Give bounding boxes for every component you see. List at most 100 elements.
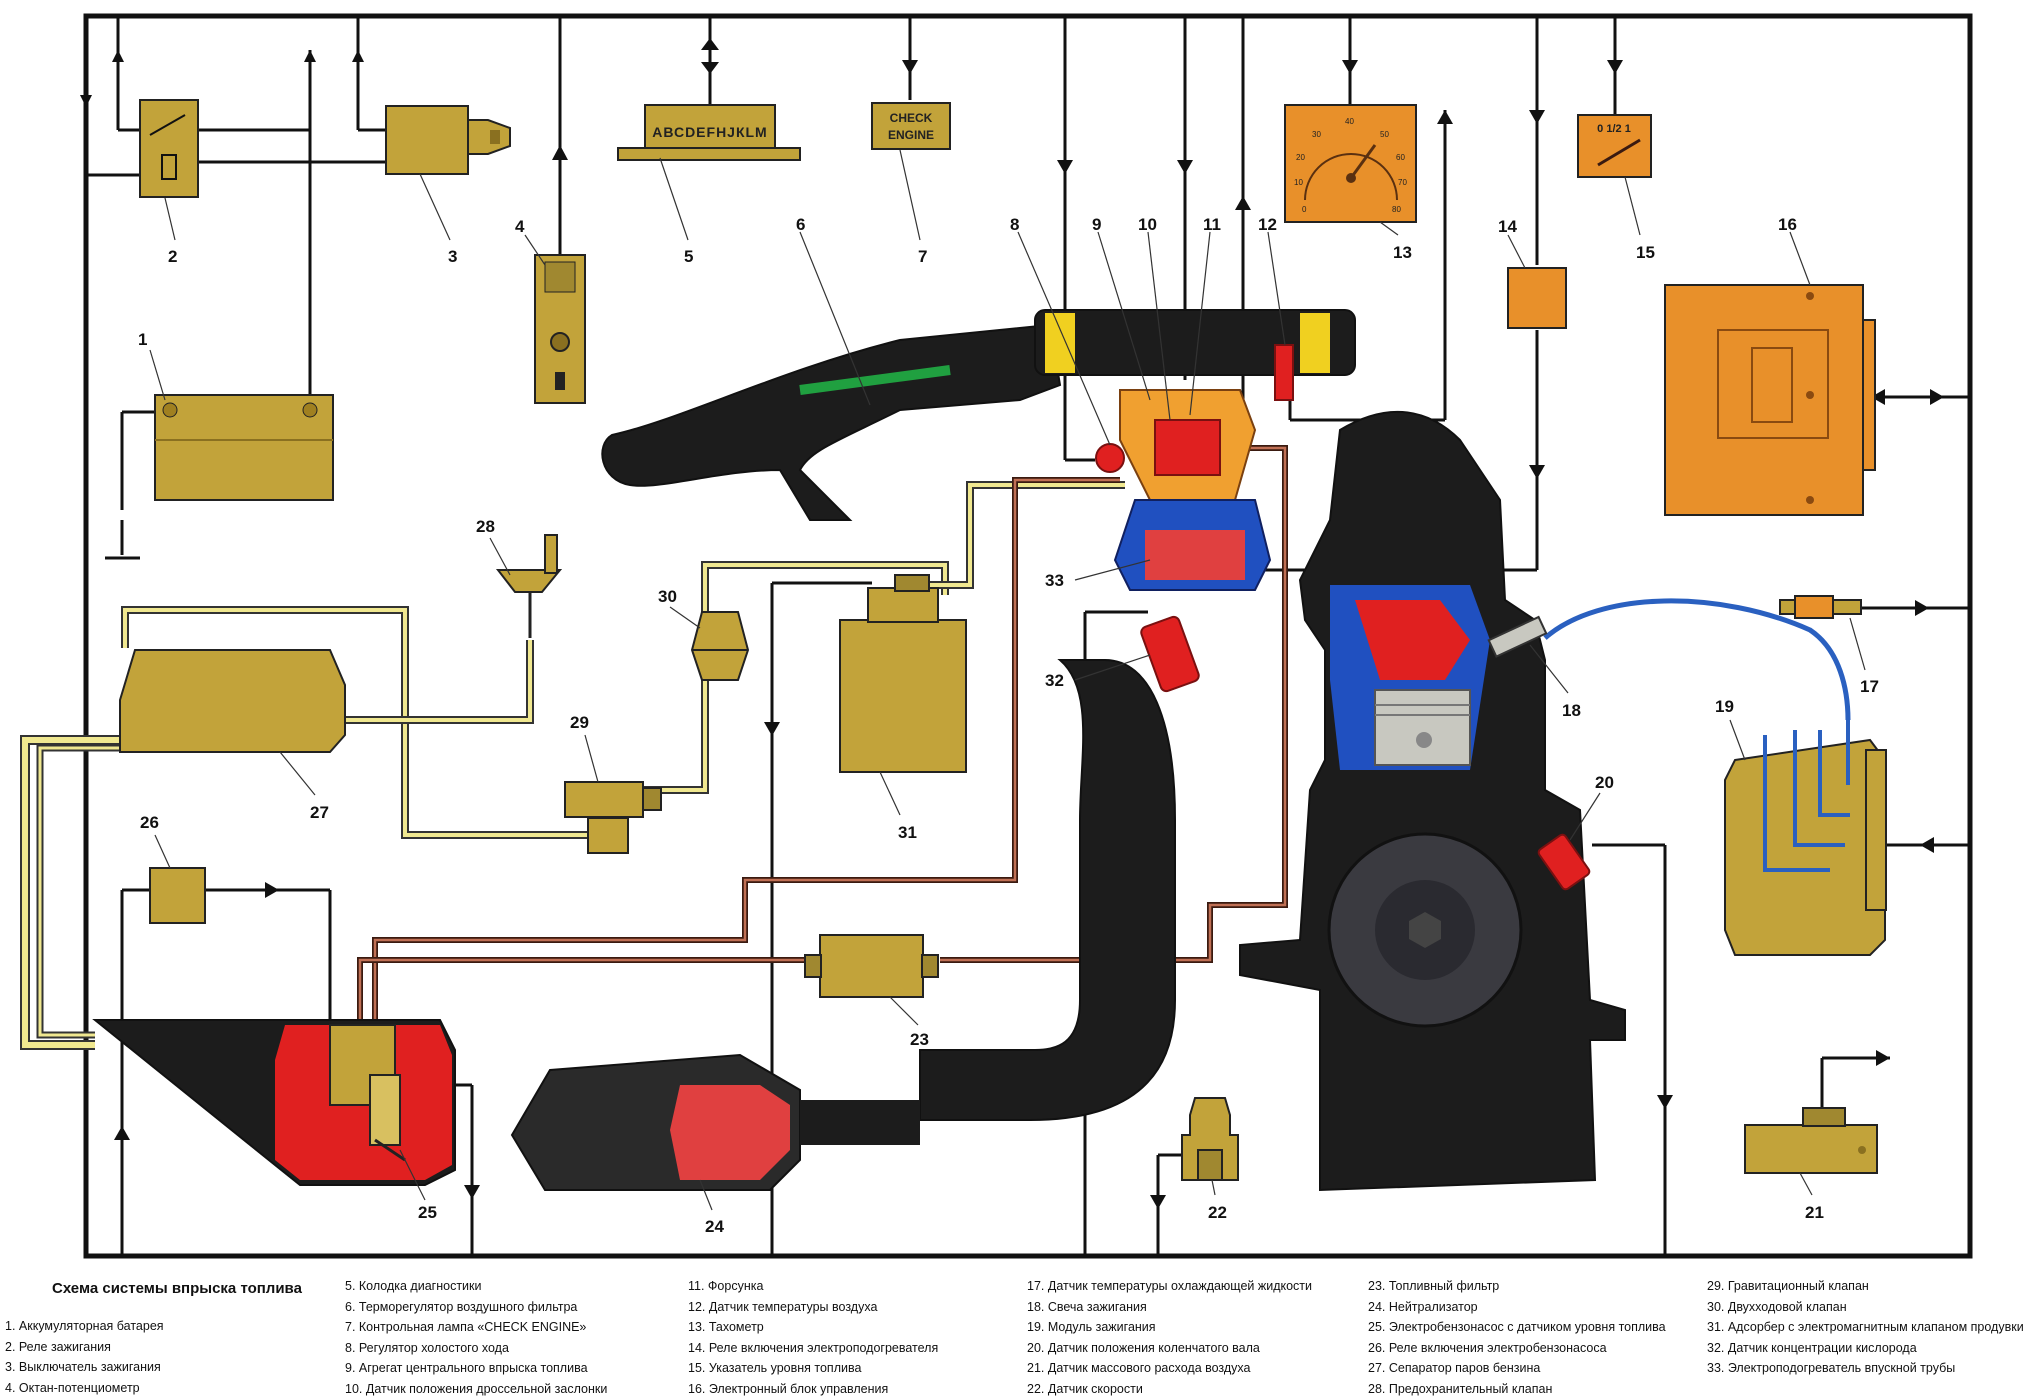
legend-item: 30. Двухходовой клапан [1707,1299,1847,1314]
callout-16: 16 [1778,215,1797,234]
callout-15: 15 [1636,243,1655,262]
diagnostic-connector: АВСDЕFНЈКLМ [617,104,801,161]
callout-14: 14 [1498,217,1517,236]
two-way-valve [690,611,750,681]
callout-13: 13 [1393,243,1412,262]
callout-33: 33 [1045,571,1064,590]
ignition-module [1724,720,1887,956]
legend-item: 31. Адсорбер с электромагнитным клапаном… [1707,1320,2024,1334]
legend-column-4: 17. Датчик температуры охлаждающей жидко… [1027,1276,1312,1399]
callout-19: 19 [1715,697,1734,716]
ignition-switch [385,105,511,175]
fuel-level-gauge: 0 1/2 1 [1577,114,1652,178]
callout-12: 12 [1258,215,1277,234]
callout-3: 3 [448,247,457,266]
fuel-filter [804,934,939,998]
legend-title: Схема системы впрыска топлива [52,1280,302,1297]
tacho-tick-2: 20 [1296,153,1305,162]
callout-17: 17 [1860,677,1879,696]
tacho-tick-8: 80 [1392,205,1401,214]
tacho-tick-3: 30 [1312,130,1321,139]
callout-4: 4 [515,217,525,236]
callout-27: 27 [310,803,329,822]
callout-2: 2 [168,247,177,266]
legend-column-5: 23. Топливный фильтр 24. Нейтрализатор 2… [1368,1276,1666,1399]
callout-6: 6 [796,215,805,234]
tacho-tick-5: 50 [1380,130,1389,139]
legend-item: 25. Электробензонасос с датчиком уровня … [1368,1320,1666,1334]
check-engine-text-1: CHECK [890,111,933,125]
legend-item: 7. Контрольная лампа «CHECK ENGINE» [345,1320,587,1334]
legend-item: 5. Колодка диагностики [345,1279,482,1293]
legend-item: 6. Терморегулятор воздушного фильтра [345,1299,578,1314]
callout-18: 18 [1562,701,1581,720]
callout-32: 32 [1045,671,1064,690]
diagram-frame [83,13,1973,1259]
callout-9: 9 [1092,215,1101,234]
legend-item: 28. Предохранительный клапан [1368,1381,1553,1396]
legend-item: 27. Сепаратор паров бензина [1368,1361,1541,1375]
tacho-tick-6: 60 [1396,153,1405,162]
check-engine-lamp: CHECK ENGINE [871,102,951,150]
legend-item: 29. Гравитационный клапан [1707,1279,1869,1293]
callout-1: 1 [138,330,147,349]
legend-item: 13. Тахометр [688,1320,764,1334]
crankshaft-position-sensor [1537,833,1591,891]
legend-item: 19. Модуль зажигания [1027,1320,1156,1334]
legend-item: 33. Электроподогреватель впускной трубы [1707,1361,1956,1375]
legend-item: 10. Датчик положения дроссельной заслонк… [345,1381,608,1396]
tachometer: 0 10 20 30 40 50 60 70 80 [1284,104,1417,223]
speed-sensor [1181,1097,1239,1181]
battery [154,394,334,501]
callout-7: 7 [918,247,927,266]
wire-arrows [80,38,1944,1209]
callout-29: 29 [570,713,589,732]
callout-8: 8 [1010,215,1019,234]
legend-item: 17. Датчик температуры охлаждающей жидко… [1027,1279,1313,1293]
legend-item: 32. Датчик концентрации кислорода [1707,1340,1917,1355]
callout-24: 24 [705,1217,724,1236]
octane-potentiometer [534,254,586,404]
legend-column-2: 5. Колодка диагностики 6. Терморегулятор… [345,1276,607,1399]
tacho-tick-4: 40 [1345,117,1354,126]
fuel-pump-relay [149,867,206,924]
legend-item: 4. Октан-потенциометр [5,1380,140,1395]
legend-item: 14. Реле включения электроподогревателя [688,1340,939,1355]
catalytic-converter [510,659,1176,1191]
callout-23: 23 [910,1030,929,1049]
legend-item: 1. Аккумуляторная батарея [5,1319,164,1333]
legend-item: 18. Свеча зажигания [1027,1299,1147,1314]
tacho-tick-0: 0 [1302,205,1307,214]
callout-leaders [149,149,1866,1211]
intake-manifold-heater [1113,499,1272,591]
callout-21: 21 [1805,1203,1824,1222]
tacho-tick-7: 70 [1398,178,1407,187]
legend-item: 9. Агрегат центрального впрыска топлива [345,1361,588,1375]
engine-block [1239,410,1626,1192]
callout-28: 28 [476,517,495,536]
callout-20: 20 [1595,773,1614,792]
electronic-control-unit [1664,284,1876,516]
fuel-gauge-scale: 0 1/2 1 [1597,123,1631,135]
callout-22: 22 [1208,1203,1227,1222]
legend-item: 20. Датчик положения коленчатого вала [1027,1340,1260,1355]
gravity-valve [564,781,662,854]
legend-column-6: 29. Гравитационный клапан 30. Двухходово… [1707,1276,2024,1399]
callout-numbers: 1 2 3 4 5 6 7 8 9 10 11 12 13 14 15 16 1… [138,215,1879,1236]
oxygen-sensor [1140,615,1200,693]
legend-item: 22. Датчик скорости [1027,1381,1143,1396]
callout-5: 5 [684,247,693,266]
legend-item: 12. Датчик температуры воздуха [688,1299,878,1314]
callout-31: 31 [898,823,917,842]
callout-11: 11 [1203,215,1221,234]
legend-item: 3. Выключатель зажигания [5,1360,161,1374]
safety-valve [495,534,563,638]
legend-item: 2. Реле зажигания [5,1339,111,1354]
legend-item: 23. Топливный фильтр [1368,1279,1500,1293]
adsorber-canister [839,574,967,773]
callout-26: 26 [140,813,159,832]
legend-item: 24. Нейтрализатор [1368,1299,1478,1314]
check-engine-text-2: ENGINE [888,128,934,142]
legend-item: 11. Форсунка [688,1279,764,1293]
